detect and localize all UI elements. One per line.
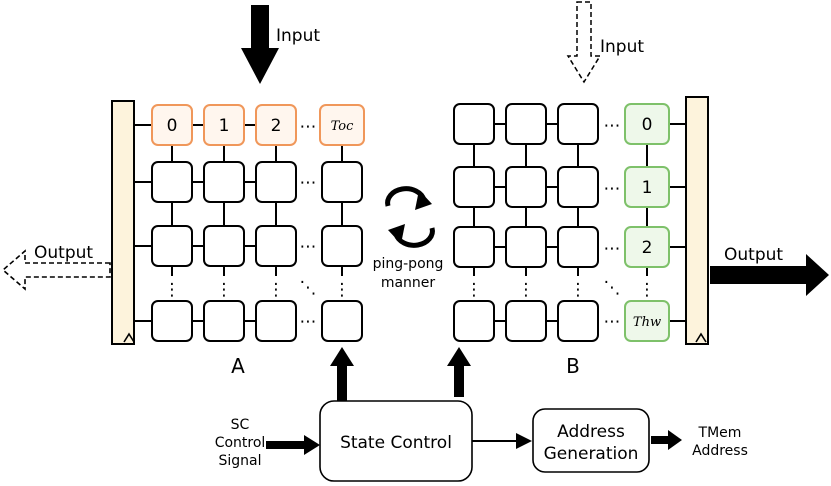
svg-text:⋮: ⋮ [570, 280, 587, 300]
control-to-b-arrow [447, 347, 471, 397]
svg-text:⋯: ⋯ [300, 237, 317, 257]
array-a-cell-toc [319, 104, 365, 146]
sc-signal-arrow [266, 435, 320, 455]
array-a-cell-2 [255, 104, 297, 146]
output-a-arrow [1, 249, 111, 291]
tmem-label-line2: Address [692, 443, 748, 459]
address-generation-box [532, 408, 650, 473]
svg-text:⋯: ⋯ [604, 116, 621, 136]
output-b-label: Output [724, 245, 783, 265]
svg-text:⋯: ⋯ [604, 239, 621, 259]
address-generation-label-line1: Address [557, 422, 625, 442]
svg-text:⋮: ⋮ [268, 280, 285, 300]
svg-text:⋮: ⋮ [466, 280, 483, 300]
tmem-address-arrow [651, 430, 682, 450]
svg-text:⋱: ⋱ [300, 278, 317, 298]
sc-label-line1: SC [231, 417, 250, 433]
svg-text:⋮: ⋮ [216, 280, 233, 300]
sc-label-line2: Control [215, 435, 266, 451]
array-b-cell-0-label: 0 [642, 115, 653, 135]
address-generation-label-line2: Generation [544, 444, 639, 464]
array-b-cell-1 [624, 166, 670, 208]
svg-text:⋯: ⋯ [604, 312, 621, 332]
output-a-label: Output [34, 243, 93, 263]
input-b-label: Input [600, 37, 644, 57]
array-a-cell-toc-label: Toc [331, 119, 354, 134]
input-b-arrow [566, 1, 602, 84]
state-control-label: State Control [340, 433, 452, 453]
array-a-pe-grid [151, 161, 363, 342]
array-a-cell-1-label: 1 [219, 116, 230, 136]
array-a-label: A [231, 354, 245, 378]
array-b-cell-2 [624, 226, 670, 268]
array-b-side-bar [685, 96, 709, 345]
svg-text:⋯: ⋯ [300, 312, 317, 332]
array-a-clock-mark [123, 332, 135, 343]
array-b-cell-0 [624, 103, 670, 145]
control-to-a-arrow [330, 347, 354, 401]
svg-text:⋮: ⋮ [164, 280, 181, 300]
array-a-cell-2-label: 2 [271, 116, 282, 136]
svg-text:⋮: ⋮ [639, 280, 656, 300]
ping-pong-label-line2: manner [381, 275, 436, 291]
array-b-label: B [566, 354, 580, 378]
array-b-cell-2-label: 2 [642, 238, 653, 258]
array-b-cell-thw-label: Thw [633, 315, 661, 330]
array-b-cell-thw [624, 300, 670, 342]
svg-text:⋮: ⋮ [334, 280, 351, 300]
array-a: Input Output [1, 5, 365, 378]
sc-label-line3: Signal [218, 453, 261, 469]
array-a-cell-1 [203, 104, 245, 146]
array-b-cell-1-label: 1 [642, 178, 653, 198]
array-b-ellipses: ⋯ ⋯ ⋯ ⋯ ⋮ ⋮ ⋮ ⋮ ⋱ [466, 116, 656, 332]
array-b-clock-mark [695, 332, 707, 343]
svg-text:⋯: ⋯ [300, 117, 317, 137]
svg-text:⋱: ⋱ [604, 278, 621, 298]
input-a-label: Input [276, 26, 320, 46]
array-a-cell-0-label: 0 [167, 116, 178, 136]
output-b-arrow [710, 254, 829, 296]
input-a-arrow [241, 5, 279, 84]
ping-pong-label-line1: ping-pong [373, 256, 444, 272]
svg-text:⋮: ⋮ [518, 280, 535, 300]
array-b-pe-grid [453, 103, 599, 342]
array-b: Input Output [453, 1, 829, 378]
svg-text:⋯: ⋯ [300, 173, 317, 193]
control-section: SC Control Signal State Control Address … [215, 347, 748, 482]
tmem-label-line1: TMem [698, 425, 742, 441]
svg-text:⋯: ⋯ [604, 179, 621, 199]
array-a-side-bar [111, 100, 135, 345]
ping-pong-icon [385, 186, 435, 248]
array-a-ellipses: ⋯ ⋯ ⋯ ⋯ ⋮ ⋮ ⋮ ⋮ ⋱ [164, 117, 351, 332]
array-a-cell-0 [151, 104, 193, 146]
